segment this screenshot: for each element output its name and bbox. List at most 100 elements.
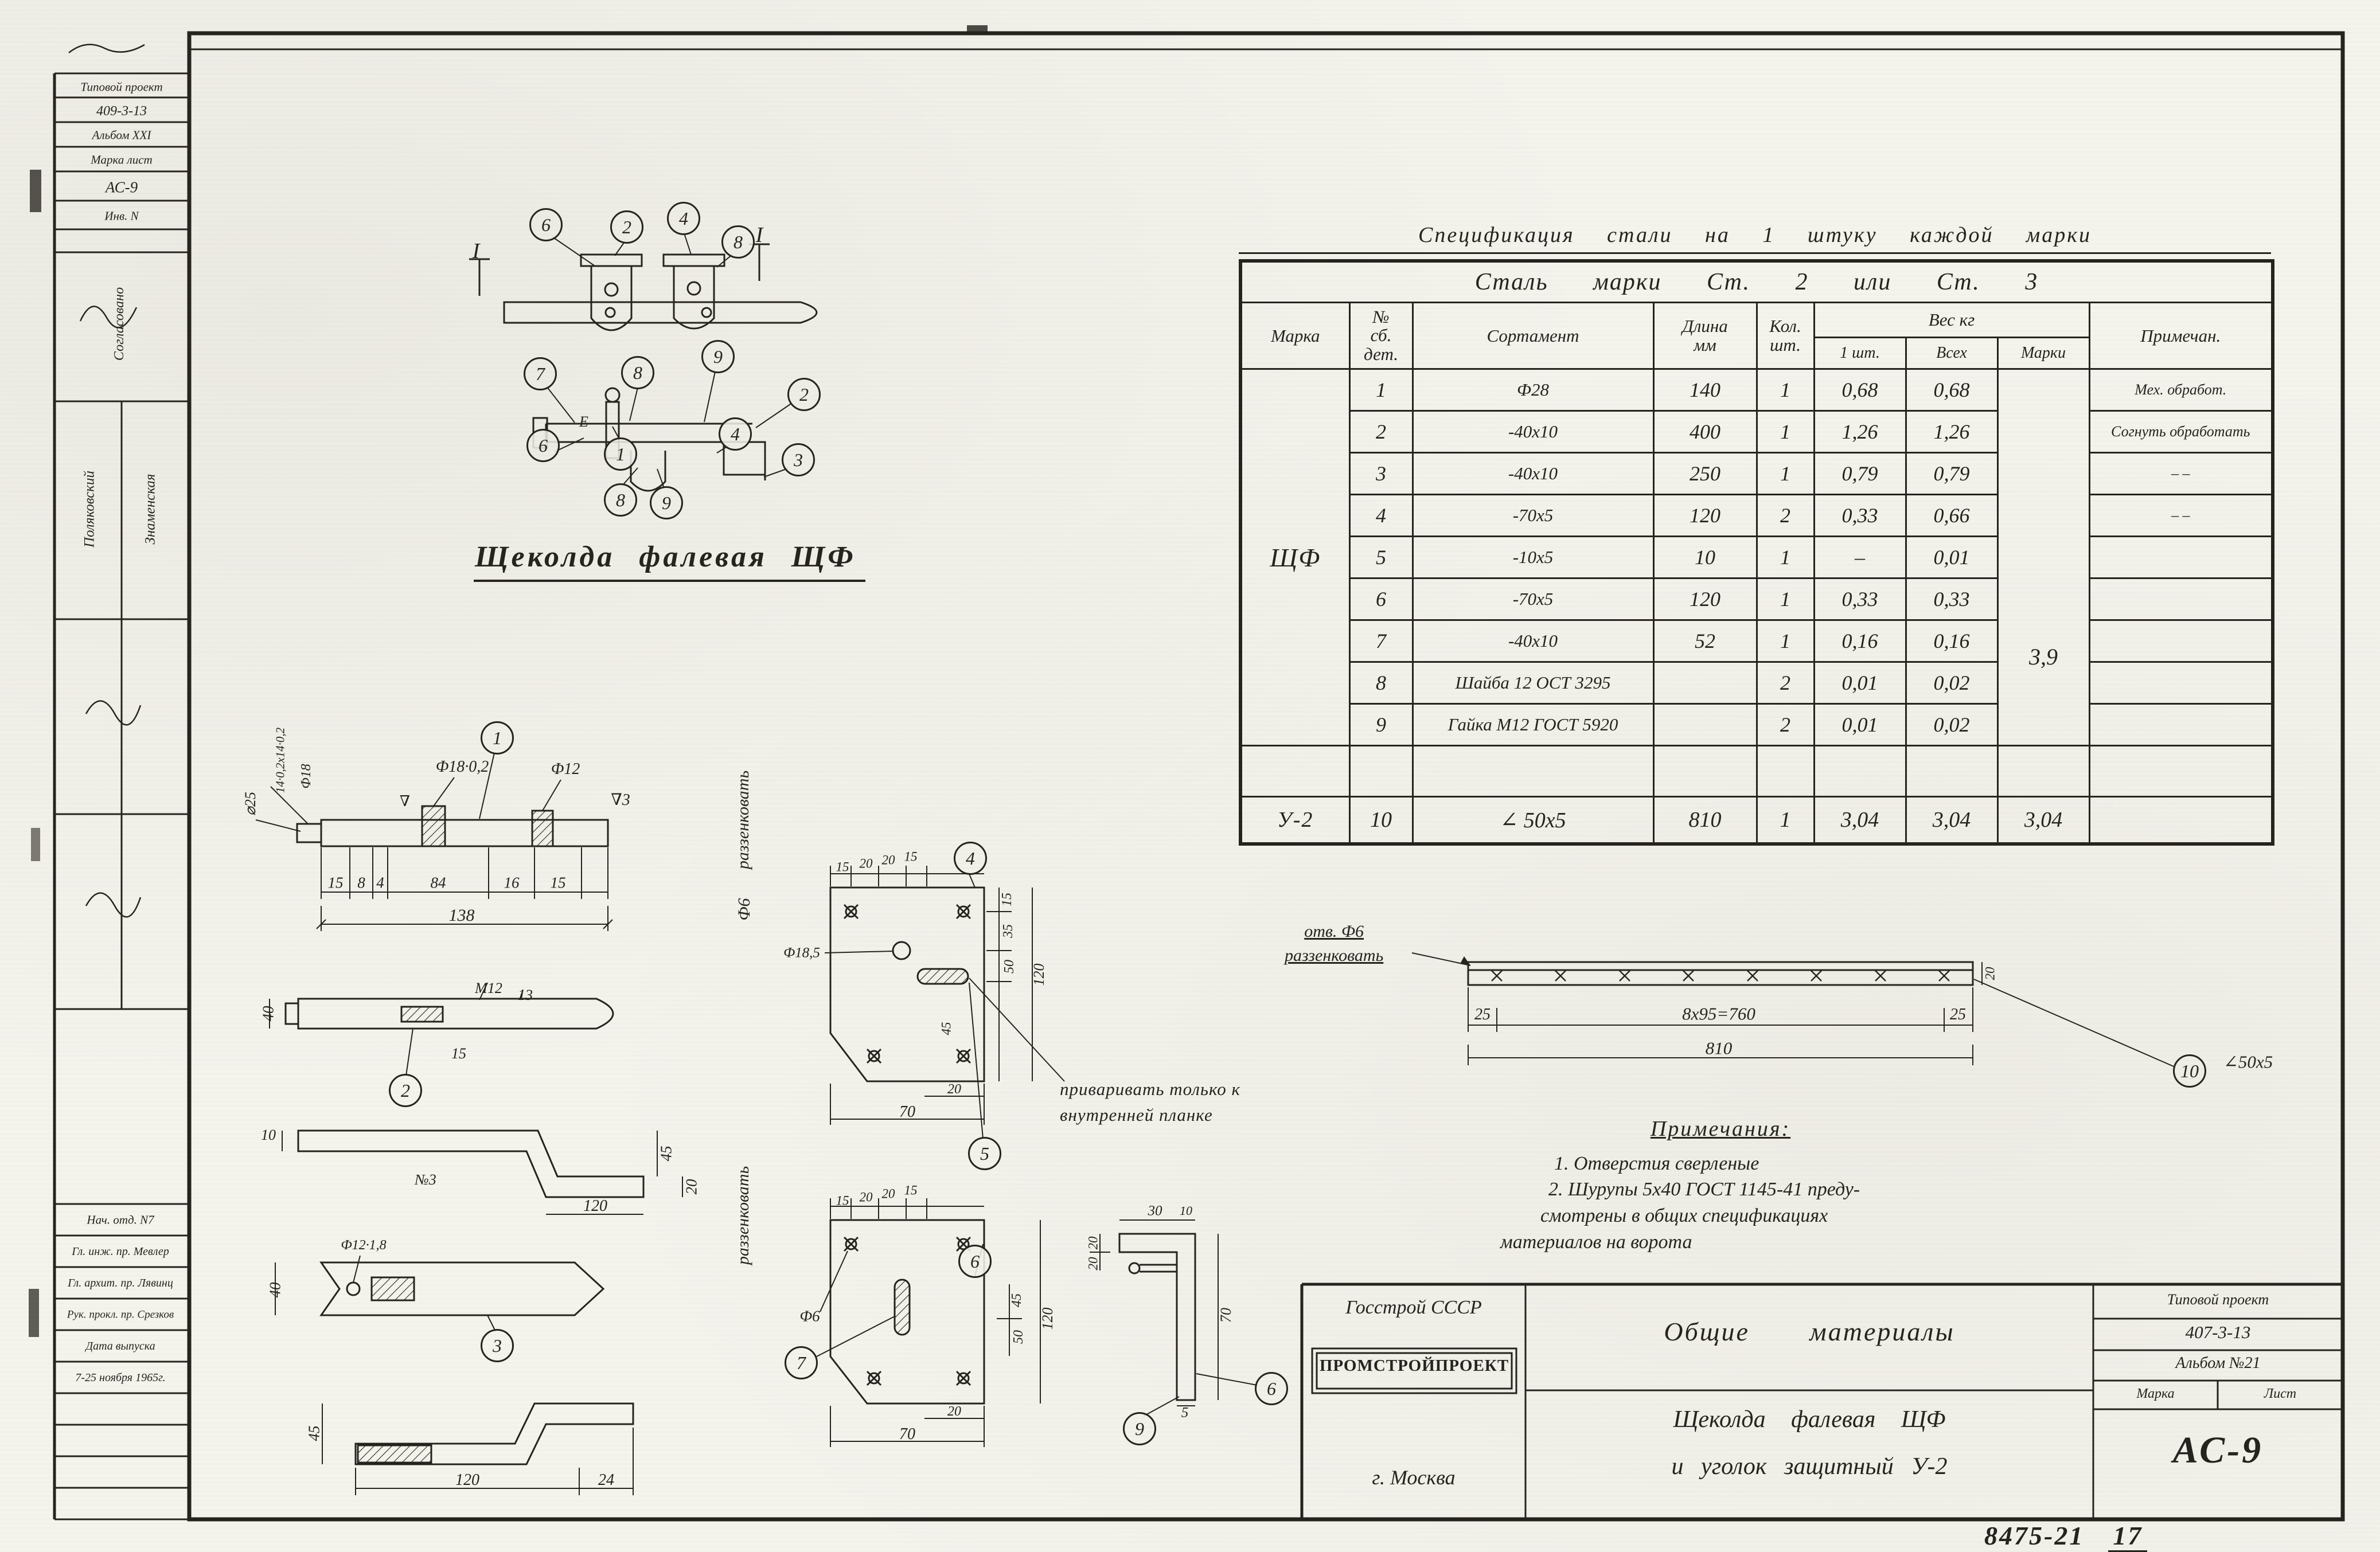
spec-cell: 3,9 — [1996, 368, 2090, 746]
weld-note-line1: приваривать только к — [1060, 1079, 1241, 1099]
callout-circle: 2 — [610, 210, 643, 244]
callout-circle: 6 — [526, 429, 560, 462]
dimension-label: 20 — [682, 1179, 700, 1195]
callout-circle: 5 — [968, 1137, 1001, 1170]
note-line: 2. Шурупы 5х40 ГОСТ 1145-41 преду- — [1548, 1179, 1860, 1201]
col-length: Длина мм — [1652, 302, 1758, 370]
spec-cell: 1 — [1348, 368, 1414, 412]
callout-circle: 4 — [719, 417, 752, 451]
dimension-label: 50 — [1002, 960, 1017, 974]
dimension-label: ⌀25 — [242, 792, 259, 816]
dimension-label: 20 — [859, 1190, 873, 1205]
dimension-label: Гл. архит. пр. Лявинц — [68, 1277, 173, 1289]
spec-cell: Ф28 — [1411, 368, 1655, 412]
spec-cell — [2088, 661, 2274, 705]
dimension-label: 15 — [1000, 893, 1015, 906]
scan-artifact — [31, 828, 40, 861]
spec-cell: 3 — [1348, 452, 1414, 495]
spec-cell: -40х10 — [1411, 619, 1655, 663]
spec-cell: 1 — [1755, 577, 1815, 621]
spec-cell: 1 — [1755, 535, 1815, 579]
spec-cell: 0,66 — [1905, 494, 1999, 537]
spec-cell — [1411, 745, 1655, 797]
spec-cell — [1755, 745, 1815, 797]
dimension-label: Нач. отд. N7 — [87, 1213, 154, 1227]
spec-cell: -40х10 — [1411, 410, 1655, 454]
dimension-label: 120 — [1039, 1307, 1056, 1330]
dimension-label: 409-3-13 — [96, 104, 147, 119]
spec-cell: 2 — [1755, 703, 1815, 746]
spec-cell — [1905, 745, 1999, 797]
org-name: Госстрой СССР — [1345, 1297, 1482, 1318]
dimension-label: Согласовано — [112, 287, 127, 361]
spec-cell: 0,79 — [1905, 452, 1999, 495]
spec-header-row: Марка № сб. дет. Сортамент Длина мм Кол.… — [1239, 302, 2274, 370]
dimension-label: Инв. N — [104, 209, 139, 223]
spec-cell: Согнуть обработать — [2088, 410, 2274, 454]
doc-subject-line1: Щеколда фалевая ЩФ — [1673, 1406, 1946, 1433]
callout-circle: 7 — [524, 357, 557, 390]
spec-table-title: Спецификация стали на 1 штуку каждой мар… — [1239, 222, 2271, 254]
marka-label: Марка — [2136, 1386, 2175, 1401]
spec-cell: 3,04 — [1905, 796, 1999, 845]
dimension-label: 70 — [899, 1425, 915, 1443]
spec-cell — [2088, 745, 2274, 797]
dimension-label: М12 — [475, 980, 502, 996]
dimension-label: 20 — [1086, 1257, 1101, 1270]
callout-circle: 6 — [529, 208, 563, 241]
album-number: Альбом №21 — [2175, 1354, 2261, 1372]
spec-cell: 1,26 — [1813, 410, 1907, 454]
spec-cell: 0,01 — [1813, 703, 1907, 746]
dimension-label: 45 — [1009, 1293, 1024, 1307]
project-label: Типовой проект — [2167, 1291, 2269, 1308]
spec-subheader-row: 1 шт. Всех Марки — [1240, 337, 2273, 370]
list-label: Лист — [2264, 1386, 2297, 1401]
dimension-label: 10 — [1180, 1203, 1192, 1218]
dimension-label: Марка лист — [91, 153, 153, 167]
spec-cell: – — [1813, 535, 1907, 579]
dimension-label: 14·0,2х14·0,2 — [273, 727, 287, 793]
spec-cell: Гайка М12 ГОСТ 5920 — [1411, 703, 1655, 746]
dimension-label: I — [472, 239, 480, 263]
steel-grade-row: Сталь марки Ст. 2 или Ст. 3 — [1239, 260, 2274, 303]
callout-circle: 6 — [1255, 1372, 1288, 1405]
dimension-label: 13 — [518, 987, 533, 1003]
dimension-label: 15 — [836, 859, 849, 874]
callout-circle: 8 — [721, 225, 755, 259]
spec-cell: Мех. обработ. — [2088, 368, 2274, 412]
spec-cell: 0,79 — [1813, 452, 1907, 495]
callout-circle: 1 — [604, 437, 637, 471]
col-qty: Кол. шт. — [1755, 302, 1815, 370]
callout-circle: 10 — [2173, 1054, 2206, 1088]
spec-cell — [1813, 745, 1907, 797]
callout-circle: 4 — [667, 202, 700, 235]
spec-cell: 2 — [1348, 410, 1414, 454]
page-number: 17 — [2108, 1521, 2148, 1552]
spec-cell: 52 — [1652, 619, 1758, 663]
spec-cell: 0,16 — [1813, 619, 1907, 663]
dimension-label: 20 — [881, 853, 895, 867]
dimension-label: 20 — [1983, 967, 1997, 980]
project-number: 407-3-13 — [2185, 1322, 2251, 1342]
spec-cell — [2088, 619, 2274, 663]
callout-circle: 9 — [650, 486, 683, 519]
spec-cell: 1 — [1755, 452, 1815, 495]
spec-cell: 7 — [1348, 619, 1414, 663]
spec-cell: 1,26 — [1905, 410, 1999, 454]
spec-spacer-row — [1239, 745, 2274, 797]
spec-cell: -10х5 — [1411, 535, 1655, 579]
note-line: смотрены в общих спецификациях — [1540, 1205, 1828, 1226]
hole-note-line2: раззенковать — [1285, 946, 1384, 965]
spec-cell: 140 — [1652, 368, 1758, 412]
spec-cell: 6 — [1348, 577, 1414, 621]
dimension-label: 30 — [1148, 1203, 1162, 1219]
dimension-label: Поляковский — [81, 470, 97, 548]
dimension-label: Гл. инж. пр. Мевлер — [72, 1245, 169, 1258]
spec-cell: 0,33 — [1813, 494, 1907, 537]
spec-cell: ЩФ — [1239, 368, 1351, 746]
spec-cell: 810 — [1652, 796, 1758, 845]
